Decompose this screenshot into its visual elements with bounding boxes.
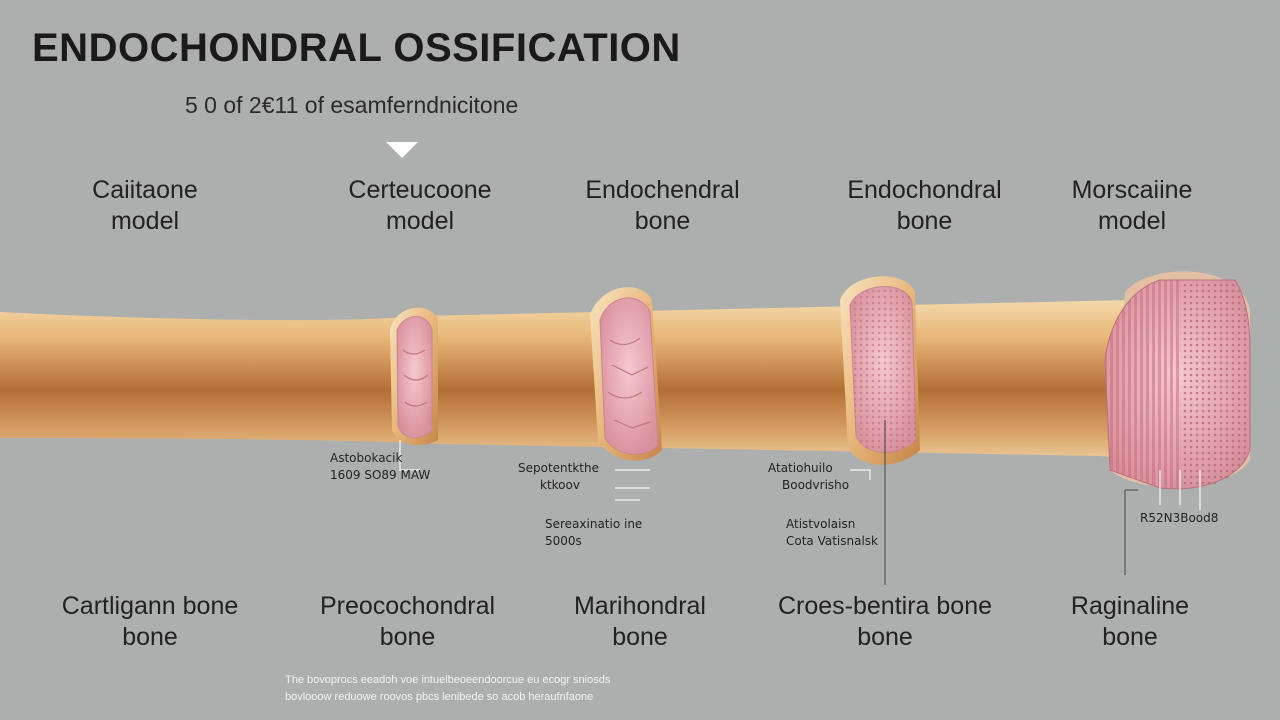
annotation-line: Cota Vatisnalsk [786, 534, 879, 548]
bottom-label-line: Marihondral [573, 592, 706, 620]
cartilage-cross-section-1 [396, 316, 433, 439]
annotation-line: Atatiohuilo [768, 461, 833, 475]
bottom-label-line: bone [1102, 623, 1158, 651]
top-label-line: Certeucoone [348, 176, 492, 204]
down-arrow-icon [386, 142, 418, 158]
top-label-line: Morscaiine [1071, 176, 1193, 204]
annotation-4: Atatiohuilo Boodvrisho [768, 460, 849, 494]
bottom-label-line: bone [122, 623, 178, 651]
annotation-2: Sepotentkthe ktkoov [518, 460, 599, 494]
bottom-label-5: Raginaline bone [1055, 591, 1205, 653]
annotation-line: Atistvolaisn [786, 517, 856, 531]
diagram-title: ENDOCHONDRAL OSSIFICATION [32, 26, 681, 70]
bottom-label-line: Croes-bentira bone [777, 592, 992, 620]
top-label-2: Certeucoone model [320, 175, 520, 237]
bone-shaft [0, 292, 1170, 470]
diagram-subtitle: 5 0 of 2€11 of esamferndnicitone [185, 92, 519, 118]
bottom-label-1: Cartligann bone bone [40, 591, 260, 653]
annotation-line: ktkoov [540, 478, 580, 492]
top-label-4: Endochondral bone [822, 175, 1027, 237]
annotation-1: Astobokacik 1609 SO89 MAW [330, 450, 430, 484]
annotation-line: Boodvrisho [782, 478, 850, 492]
annotation-5: Atistvolaisn Cota Vatisnalsk [786, 516, 878, 550]
top-label-line: bone [896, 207, 953, 235]
top-label-3: Endochendral bone [560, 175, 765, 237]
annotation-line: Sepotentkthe [518, 461, 599, 475]
bottom-label-3: Marihondral bone [555, 591, 725, 653]
bottom-label-line: bone [857, 623, 913, 651]
bottom-label-line: bone [379, 623, 436, 651]
top-label-line: Endochondral [847, 176, 1002, 204]
bottom-label-line: Cartligann bone [61, 592, 239, 620]
annotation-line: 1609 SO89 MAW [330, 468, 431, 482]
top-label-line: Endochendral [585, 176, 740, 204]
top-label-line: Caiitaone [92, 176, 198, 204]
top-label-1: Caiitaone model [70, 175, 220, 237]
bottom-label-line: Preocochondral [319, 592, 496, 620]
bottom-label-2: Preocochondral bone [300, 591, 515, 653]
top-label-line: model [1097, 207, 1167, 235]
top-label-line: bone [634, 207, 691, 235]
cartilage-cross-section-2 [599, 297, 659, 455]
bottom-label-4: Croes-bentira bone bone [755, 591, 1015, 653]
callout-lines [399, 440, 1201, 510]
top-label-line: model [385, 207, 455, 235]
top-label-line: model [110, 207, 180, 235]
bottom-label-line: bone [612, 623, 668, 651]
footnote-line: bovlooow reduowe roovos pbcs lenibede so… [285, 691, 594, 703]
annotation-line: 5000s [545, 534, 582, 548]
annotation-line: R52N3Bood8 [1140, 511, 1219, 525]
footnote: The bovoprocs eeadoh voe intuelbeoeendoo… [285, 672, 610, 706]
bottom-label-line: Raginaline [1070, 592, 1190, 620]
annotation-line: Astobokacik [330, 451, 403, 465]
annotation-3: Sereaxinatio ine 5000s [545, 516, 642, 550]
annotation-6: R52N3Bood8 [1140, 510, 1218, 527]
annotation-line: Sereaxinatio ine [545, 517, 643, 531]
top-label-5: Morscaiine model [1052, 175, 1212, 237]
footnote-line: The bovoprocs eeadoh voe intuelbeoeendoo… [285, 674, 611, 686]
